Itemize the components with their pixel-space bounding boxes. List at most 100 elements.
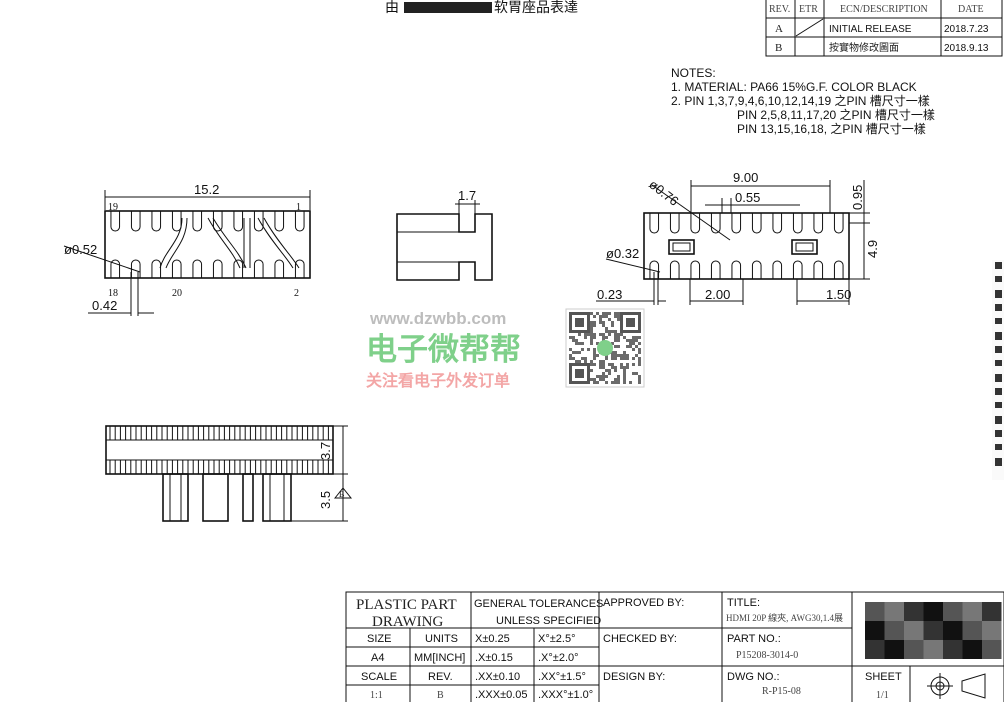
qr-cell (602, 378, 605, 381)
tb-tol-ang4: .XXX°±1.0° (538, 689, 593, 701)
qr-cell (593, 321, 596, 324)
qr-cell (569, 348, 572, 351)
qr-cell (614, 357, 617, 360)
qr-cell (593, 315, 596, 318)
detail-edge-dim: 0.23 (597, 287, 622, 302)
qr-cell (602, 336, 605, 339)
qr-cell (623, 375, 626, 378)
mosaic-cell (865, 621, 885, 640)
qr-cell (599, 333, 602, 336)
watermark-url: www.dzwbb.com (369, 309, 506, 328)
tb-size-label: SIZE (367, 633, 391, 645)
mosaic-cell (923, 621, 943, 640)
front-hole-dia: ø0.52 (64, 242, 97, 257)
qr-cell (602, 315, 605, 318)
front-bottom-slots (110, 259, 305, 278)
qr-cell (617, 333, 620, 336)
qr-cell (611, 351, 614, 354)
qr-cell (638, 363, 641, 366)
qr-cell (638, 381, 641, 384)
projection-symbol-icon (927, 673, 986, 699)
detail-right-dim: 1.50 (826, 287, 851, 302)
qr-cell (590, 312, 593, 315)
edge-mark (995, 374, 1002, 382)
qr-cell (635, 354, 638, 357)
detail-left-window (668, 239, 695, 255)
slot (192, 211, 203, 232)
qr-cell (638, 357, 641, 360)
right-edge-fragment (992, 260, 1004, 480)
header-logo-block (404, 2, 492, 13)
qr-cell (617, 318, 620, 321)
notes-line-1: 1. MATERIAL: PA66 15%G.F. COLOR BLACK (671, 80, 917, 94)
qr-cell (581, 342, 584, 345)
detail-dia-small: ø0.32 (606, 246, 639, 261)
qr-cell (617, 375, 620, 378)
qr-cell (605, 381, 608, 384)
qr-cell (608, 312, 611, 315)
front-offset-dim: 0.42 (92, 298, 117, 313)
mosaic-cell (943, 602, 963, 621)
slot (151, 259, 162, 278)
slot (731, 260, 742, 279)
qr-cell (569, 354, 572, 357)
qr-cell (626, 366, 629, 369)
bottom-view-ribs (109, 426, 329, 474)
detail-span-dim: 9.00 (733, 170, 758, 185)
edge-mark (995, 318, 1002, 324)
qr-logo (597, 340, 613, 356)
qr-cell (635, 345, 638, 348)
qr-cell (578, 360, 581, 363)
qr-cell (623, 378, 626, 381)
rev-header-etr: ETR (799, 4, 818, 15)
front-pin-19: 19 (108, 202, 118, 213)
front-width-dim: 15.2 (194, 182, 219, 197)
qr-cell (593, 357, 596, 360)
qr-cell (572, 357, 575, 360)
qr-cell (572, 336, 575, 339)
slot (192, 259, 203, 278)
detail-large-leader (651, 184, 731, 241)
tb-units-label: UNITS (425, 633, 458, 645)
edge-mark (995, 360, 1002, 366)
qr-cell (602, 312, 605, 315)
qr-cell (623, 372, 626, 375)
tb-title-label: TITLE: (727, 597, 760, 609)
tb-tol-xx: .X±0.15 (475, 652, 513, 664)
qr-cell (593, 378, 596, 381)
qr-cell (599, 360, 602, 363)
qr-cell (590, 324, 593, 327)
rev-header-desc: ECN/DESCRIPTION (840, 4, 928, 15)
qr-cell (602, 321, 605, 324)
slot (772, 260, 783, 279)
qr-cell (629, 339, 632, 342)
rev-row-a-desc: INITIAL RELEASE (829, 24, 912, 35)
edge-mark (995, 388, 1002, 395)
tb-dwg-no-label: DWG NO.: (727, 671, 780, 683)
qr-cell (611, 321, 614, 324)
slot (233, 211, 244, 232)
slot (294, 259, 305, 278)
qr-cell (596, 354, 599, 357)
qr-cell (599, 315, 602, 318)
slot (649, 260, 660, 279)
qr-cell (593, 324, 596, 327)
bottom-view-legs (162, 473, 292, 522)
qr-cell (590, 342, 593, 345)
qr-cell (608, 318, 611, 321)
bottom-dim-upper: 3.7 (318, 442, 333, 460)
notes-line-2: 2. PIN 1,3,7,9,4,6,10,12,14,19 之PIN 槽尺寸一… (671, 93, 930, 108)
qr-cell (611, 363, 614, 366)
qr-cell (614, 354, 617, 357)
qr-cell (638, 348, 641, 351)
qr-cell (617, 345, 620, 348)
slot (669, 213, 680, 234)
slot (151, 211, 162, 232)
tb-part-no-value: P15208-3014-0 (736, 650, 798, 661)
qr-cell (605, 357, 608, 360)
qr-cell (614, 345, 617, 348)
qr-cell (602, 333, 605, 336)
slot (253, 211, 264, 232)
qr-cell (614, 315, 617, 318)
